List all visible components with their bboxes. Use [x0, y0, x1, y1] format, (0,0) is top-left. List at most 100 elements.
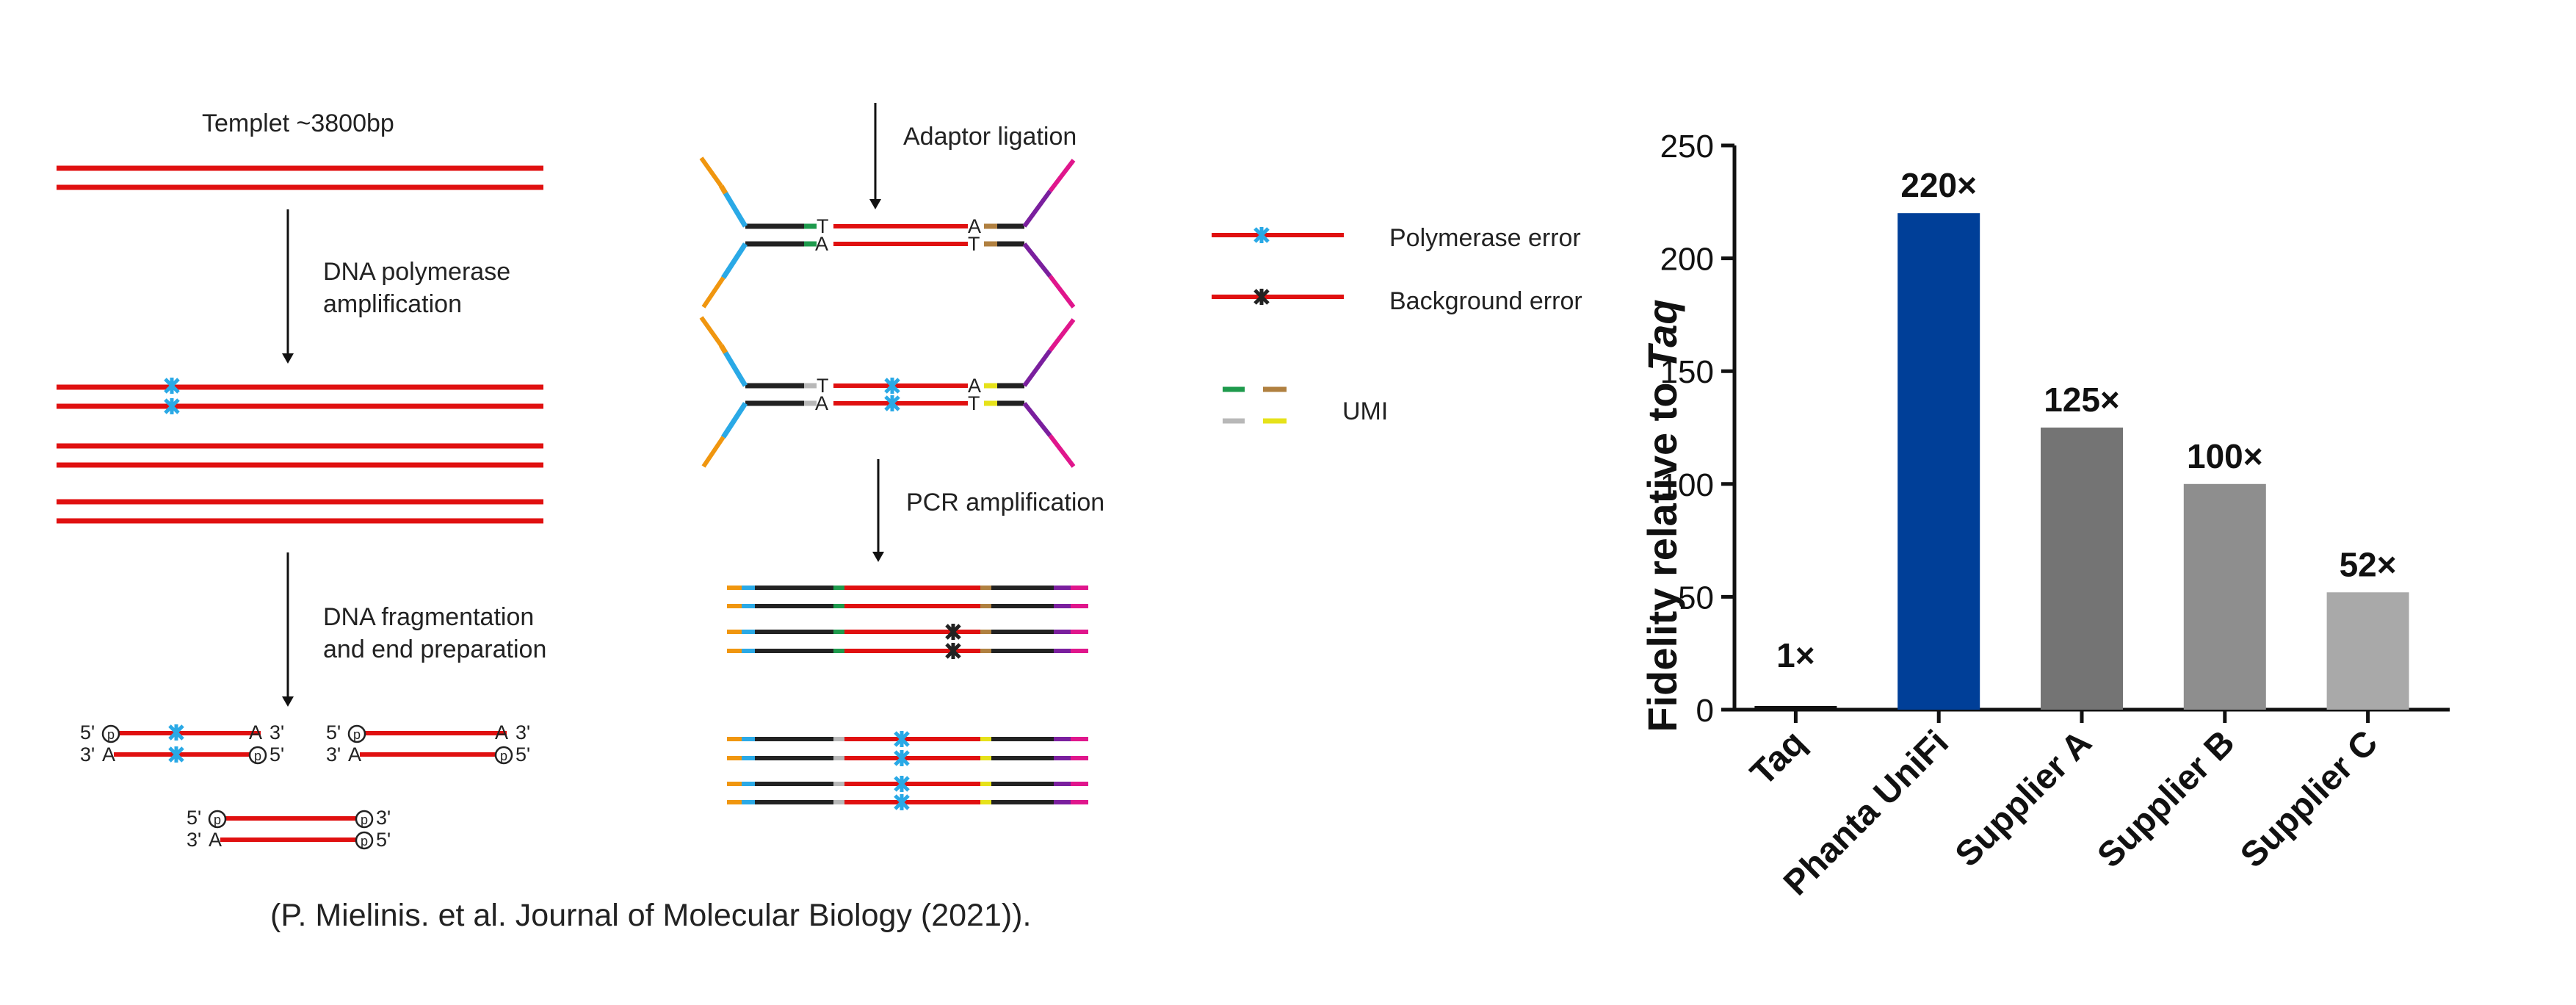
y-tick-label: 100	[1660, 467, 1714, 503]
svg-text:p: p	[353, 727, 361, 742]
svg-text:p: p	[361, 834, 368, 849]
y-tick-label: 250	[1660, 129, 1714, 165]
adaptor-arm	[718, 344, 728, 354]
svg-text:p: p	[361, 813, 368, 827]
background-error-icon	[945, 643, 961, 659]
three-prime-label: 3'	[376, 807, 391, 829]
adaptor-arm	[1048, 275, 1076, 309]
background-error-icon	[945, 624, 961, 640]
arrow-to-ligation	[869, 103, 881, 209]
adaptor-arm	[720, 188, 748, 228]
data-label: 100×	[2187, 437, 2263, 475]
five-prime-label: 5'	[187, 807, 201, 829]
adaptor-arm	[699, 316, 723, 347]
polymerase-error-icon	[164, 398, 180, 414]
phosphate-icon: p	[101, 724, 120, 743]
polymerase-error-icon	[894, 794, 910, 810]
template-label: Templet ~3800bp	[202, 109, 394, 137]
adaptor-arm	[701, 436, 726, 468]
five-prime-label: 5'	[515, 743, 530, 766]
data-label: 52×	[2340, 545, 2397, 583]
phosphate-icon: p	[347, 724, 366, 743]
bar-supplier-a	[2041, 428, 2123, 710]
legend-background-error-label: Background error	[1389, 287, 1582, 315]
adaptor-arm	[721, 242, 748, 279]
five-prime-label: 5'	[80, 721, 95, 743]
data-label: 1×	[1776, 636, 1815, 674]
adaptor-arm	[1048, 159, 1076, 192]
legend-background-error-icon	[1253, 289, 1270, 305]
step-pcr-amplification-label: PCR amplification	[906, 489, 1105, 516]
polymerase-error-icon	[884, 378, 900, 394]
t-tail-label: T	[817, 215, 829, 237]
bar-supplier-c	[2326, 592, 2409, 710]
adaptor-arm	[718, 184, 728, 195]
citation: (P. Mielinis. et al. Journal of Molecula…	[270, 898, 1032, 933]
adaptor-arm	[1022, 402, 1052, 437]
phosphate-icon: p	[494, 746, 513, 765]
step-polymerase-amplification-label: DNA polymerase amplification	[323, 258, 511, 319]
phosphate-icon: p	[355, 810, 374, 829]
polymerase-error-icon	[894, 731, 910, 747]
t-tail-label: T	[817, 375, 829, 397]
adaptor-arm	[1048, 434, 1076, 468]
y-tick-label: 50	[1678, 580, 1714, 616]
arrow-to-pcr	[872, 459, 884, 562]
svg-text:p: p	[107, 727, 115, 742]
adaptor-arm	[1022, 190, 1052, 228]
svg-text:p: p	[500, 749, 507, 763]
five-prime-label: 5'	[326, 721, 341, 743]
svg-text:p: p	[214, 813, 221, 827]
adaptor-arm	[1048, 318, 1076, 352]
category-label: Taq	[1743, 723, 1813, 793]
five-prime-label: 5'	[269, 743, 284, 766]
a-tail-label: A	[348, 743, 361, 766]
bar-taq	[1754, 706, 1837, 710]
polymerase-error-icon	[168, 746, 184, 763]
y-axis-title: Fidelity relative to Taq	[1639, 299, 1685, 732]
a-tail-label: A	[495, 721, 508, 743]
a-tail-label: A	[102, 743, 115, 766]
y-tick-label: 150	[1660, 354, 1714, 390]
data-label: 125×	[2044, 381, 2120, 419]
category-label: Supplier C	[2233, 723, 2385, 875]
three-prime-label: 3'	[187, 829, 201, 851]
polymerase-error-icon	[894, 776, 910, 792]
adaptor-arm	[1022, 242, 1052, 278]
adaptor-arm	[720, 347, 748, 387]
category-label: Supplier B	[2090, 723, 2242, 875]
phosphate-icon: p	[208, 810, 227, 829]
adaptor-arm	[1022, 349, 1052, 387]
svg-text:p: p	[254, 749, 261, 763]
phosphate-icon: p	[248, 746, 267, 765]
arrow-to-amplification	[282, 209, 294, 364]
bar-supplier-b	[2183, 483, 2266, 710]
t-tail-label: T	[968, 233, 980, 255]
a-tail-label: A	[815, 233, 828, 255]
category-label: Supplier A	[1948, 723, 2099, 874]
three-prime-label: 3'	[80, 743, 95, 766]
data-label: 220×	[1900, 166, 1977, 204]
polymerase-error-icon	[884, 395, 900, 411]
legend-polymerase-error-icon	[1253, 227, 1270, 243]
bar-phanta-unifi	[1897, 213, 1980, 710]
arrow-to-fragmentation	[282, 552, 294, 707]
polymerase-error-icon	[168, 724, 184, 741]
three-prime-label: 3'	[326, 743, 341, 766]
a-tail-label: A	[815, 392, 828, 414]
a-tail-label: A	[968, 375, 981, 397]
legend-polymerase-error-label: Polymerase error	[1389, 224, 1581, 252]
three-prime-label: 3'	[515, 721, 530, 743]
five-prime-label: 5'	[376, 829, 391, 851]
t-tail-label: T	[968, 392, 980, 414]
adaptor-arm	[721, 402, 748, 439]
step-fragmentation-label: DNA fragmentation and end preparation	[323, 603, 547, 664]
step-adaptor-ligation-label: Adaptor ligation	[903, 123, 1077, 151]
polymerase-error-icon	[164, 378, 180, 394]
a-tail-label: A	[249, 721, 262, 743]
a-tail-label: A	[209, 829, 222, 851]
three-prime-label: 3'	[269, 721, 284, 743]
y-tick-label: 200	[1660, 242, 1714, 278]
